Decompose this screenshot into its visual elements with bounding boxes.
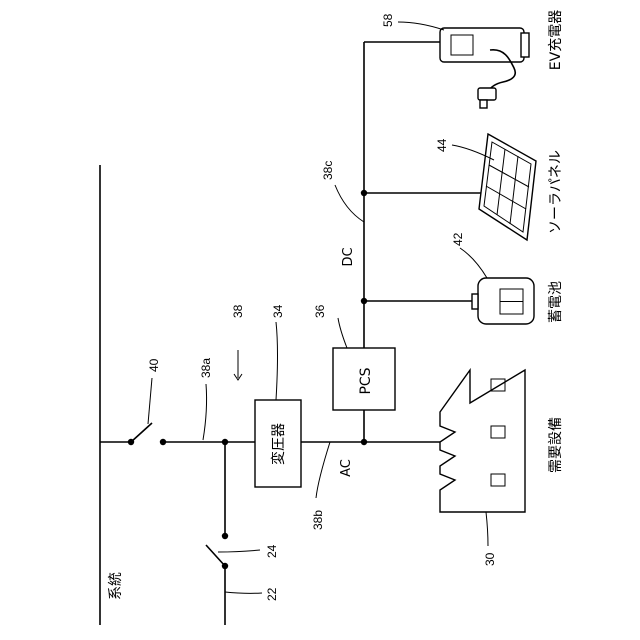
- grid-label: 系統: [108, 572, 124, 600]
- ev-charger-icon: [440, 28, 529, 108]
- dc-label: DC: [341, 247, 356, 266]
- ref-40-text: 40: [147, 358, 161, 372]
- ref-24: 24: [218, 544, 279, 558]
- ref-42-text: 42: [451, 232, 465, 246]
- ref-40: 40: [147, 358, 161, 424]
- ref-38a-text: 38a: [199, 358, 213, 378]
- ref-38c: 38c: [321, 161, 364, 222]
- ref-38: 38: [231, 304, 245, 380]
- ref-38b-text: 38b: [311, 510, 325, 530]
- solar-panel-icon: [479, 134, 536, 240]
- ev-label: EV充電器: [548, 10, 564, 70]
- ref-34: 34: [271, 304, 285, 400]
- ref-42: 42: [451, 232, 487, 278]
- facility-label: 需要設備: [548, 417, 564, 473]
- transformer-label: 変圧器: [270, 423, 287, 465]
- factory-icon: [440, 370, 525, 512]
- ref-30: 30: [483, 512, 497, 566]
- ref-36: 36: [313, 304, 347, 348]
- switch-24-pivot: [222, 533, 228, 539]
- ref-38c-text: 38c: [321, 161, 335, 180]
- switch-40-blade: [131, 423, 152, 442]
- ref-36-text: 36: [313, 304, 327, 318]
- ref-44-text: 44: [435, 138, 449, 152]
- ref-22: 22: [225, 587, 279, 601]
- switch-24-blade: [206, 545, 225, 566]
- battery-icon: [472, 278, 534, 324]
- ref-58: 58: [381, 13, 444, 30]
- ref-58-text: 58: [381, 13, 395, 27]
- ref-30-text: 30: [483, 552, 497, 566]
- ref-22-text: 22: [265, 587, 279, 601]
- ref-38a: 38a: [199, 358, 213, 440]
- ref-34-text: 34: [271, 304, 285, 318]
- ref-24-text: 24: [265, 544, 279, 558]
- ref-38b: 38b: [311, 442, 330, 530]
- ref-38-text: 38: [231, 304, 245, 318]
- pcs-label: PCS: [358, 367, 374, 394]
- ac-label: AC: [339, 459, 354, 477]
- battery-label: 蓄電池: [548, 281, 564, 323]
- solar-label: ソーラパネル: [548, 150, 564, 234]
